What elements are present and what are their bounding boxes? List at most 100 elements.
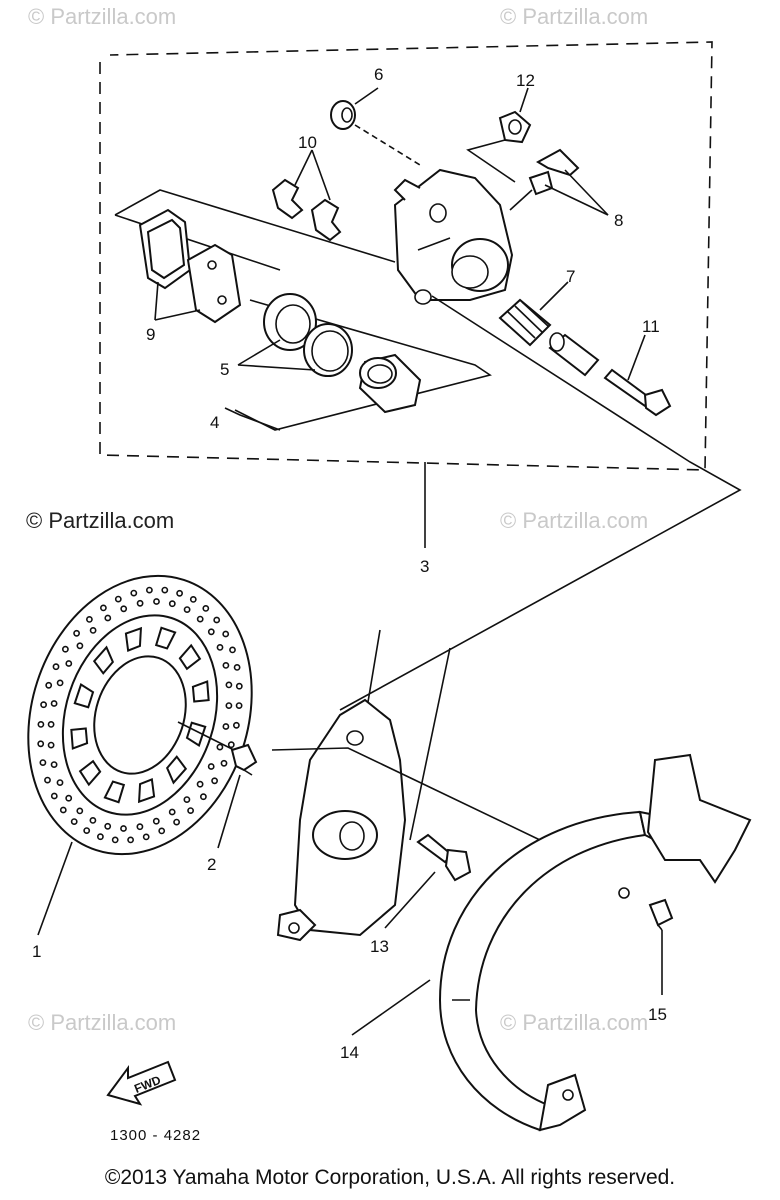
disc-slot	[191, 680, 210, 703]
callout-4: 4	[210, 413, 219, 432]
disc-hole	[45, 681, 53, 689]
part-8-bleed-screw	[509, 148, 580, 211]
disc-hole	[59, 806, 67, 814]
disc-hole	[83, 827, 91, 834]
disc-hole	[130, 589, 138, 597]
part-2-disc-bolt	[230, 743, 258, 776]
callout-8: 8	[614, 211, 623, 230]
disc-hole	[168, 808, 176, 816]
disc-hole	[207, 763, 215, 770]
disc-hole	[97, 833, 104, 841]
disc-hole	[136, 599, 144, 607]
disc-hole	[56, 779, 64, 786]
disc-hole	[47, 721, 55, 728]
part-7-boot	[498, 298, 552, 347]
caliper-body	[393, 168, 514, 305]
disc-hole	[183, 796, 191, 803]
part-1-brake-disc	[27, 574, 253, 856]
disc-hole	[62, 645, 69, 653]
disc-hole	[222, 630, 230, 638]
disc-hole	[50, 761, 58, 768]
disc-hole	[196, 780, 204, 788]
callout-numbers: 1 2 3 4 5 6 7 8 9 10 11 12 13 14 15	[32, 65, 667, 1062]
disc-hole	[52, 663, 60, 671]
disc-hole	[235, 702, 243, 709]
disc-slot	[70, 727, 89, 750]
disc-hole	[136, 823, 144, 831]
disc-hole	[65, 660, 73, 667]
disc-hole	[168, 600, 176, 608]
callout-6: 6	[374, 65, 383, 84]
disc-hole	[235, 682, 243, 690]
disc-hole	[40, 701, 47, 709]
disc-hole	[142, 833, 150, 841]
disc-hole	[173, 818, 180, 826]
disc-hole	[44, 776, 51, 784]
disc-hole	[50, 792, 58, 800]
disc-hole	[213, 616, 221, 624]
disc-hole	[232, 721, 240, 729]
disc-hole	[37, 740, 45, 748]
disc-slot	[154, 626, 177, 650]
disc-hole	[89, 627, 97, 634]
disc-slot	[137, 778, 156, 804]
disc-hole	[153, 598, 160, 605]
disc-hole	[104, 822, 112, 830]
disc-hole	[89, 817, 97, 824]
disc-hole	[189, 596, 197, 603]
callout-14: 14	[340, 1043, 359, 1062]
disc-hole	[152, 817, 160, 825]
disc-hole	[76, 807, 84, 815]
leader-lines	[37, 87, 663, 1036]
disc-hole	[216, 644, 224, 651]
disc-hole	[222, 723, 230, 730]
disc-hole	[229, 646, 236, 654]
caliper-assembly-box	[99, 41, 713, 548]
disc-hole	[73, 629, 80, 637]
disc-slot	[124, 626, 143, 652]
watermark-bottom-right: © Partzilla.com	[500, 1010, 648, 1035]
disc-hole	[120, 825, 127, 832]
callout-10: 10	[298, 133, 317, 152]
part-5-seals	[263, 293, 353, 377]
part-14-disc-cover	[438, 753, 752, 1132]
disc-hole	[50, 700, 58, 707]
callout-11: 11	[642, 317, 660, 336]
disc-hole	[65, 794, 73, 802]
watermark-top-left: © Partzilla.com	[28, 4, 176, 29]
part-12-bushing	[466, 110, 532, 183]
disc-hole	[86, 616, 93, 623]
callout-12: 12	[516, 71, 535, 90]
disc-drill-holes	[37, 586, 243, 844]
disc-hole	[222, 662, 230, 669]
disc-slot	[78, 759, 102, 787]
callout-3: 3	[420, 557, 429, 576]
disc-hole	[187, 807, 194, 814]
disc-hole	[70, 818, 78, 825]
disc-hole	[196, 615, 204, 623]
disc-hole	[183, 606, 191, 613]
disc-hole	[76, 642, 84, 650]
disc-slot	[92, 645, 115, 675]
disc-hole	[56, 679, 64, 687]
disc-hole	[176, 589, 183, 597]
copyright-notice: ©2013 Yamaha Motor Corporation, U.S.A. A…	[104, 1166, 676, 1189]
part-9-brake-pads	[138, 208, 242, 324]
disc-hole	[211, 777, 218, 785]
watermark-top-right: © Partzilla.com	[500, 4, 648, 29]
part-13-bolt	[271, 747, 541, 882]
callout-5: 5	[220, 360, 229, 379]
callout-2: 2	[207, 855, 216, 874]
disc-vent-slots	[70, 626, 210, 804]
disc-hole	[233, 664, 241, 671]
part-10-pad-springs	[271, 178, 342, 242]
disc-hole	[120, 605, 128, 613]
disc-hole	[111, 836, 119, 844]
callout-1: 1	[32, 942, 41, 961]
disc-hole	[207, 628, 215, 636]
watermark-bottom-left: © Partzilla.com	[28, 1010, 176, 1035]
caliper-pin	[548, 332, 600, 377]
disc-slot	[73, 682, 95, 709]
disc-hole	[220, 759, 228, 767]
